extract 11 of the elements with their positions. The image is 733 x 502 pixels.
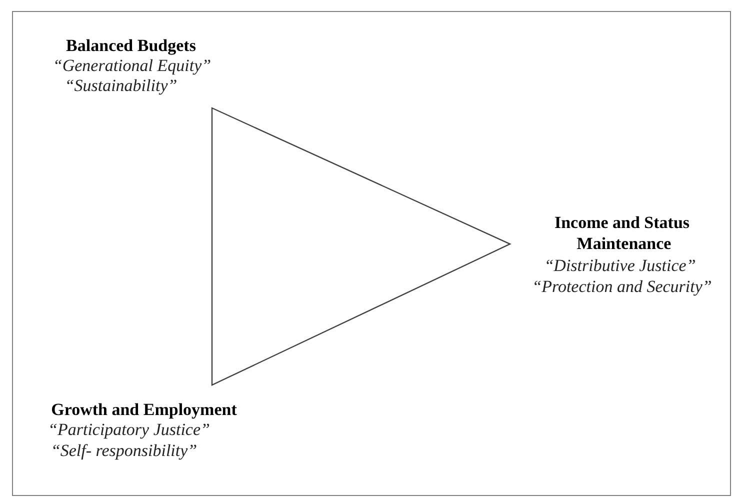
value-label: “Sustainability” — [64, 76, 178, 96]
triangle-outline — [211, 107, 512, 386]
value-label: “Self- responsibility” — [50, 441, 198, 461]
corner-heading: Balanced Budgets — [66, 36, 196, 56]
value-label: “Participatory Justice” — [48, 420, 210, 440]
value-label: “Generational Equity” — [52, 56, 212, 76]
value-label: “Protection and Security” — [532, 277, 712, 297]
corner-heading: Growth and Employment — [51, 400, 237, 420]
corner-heading: Income and Status — [554, 213, 690, 233]
value-label: “Distributive Justice” — [544, 256, 696, 276]
corner-heading: Maintenance — [576, 234, 672, 254]
